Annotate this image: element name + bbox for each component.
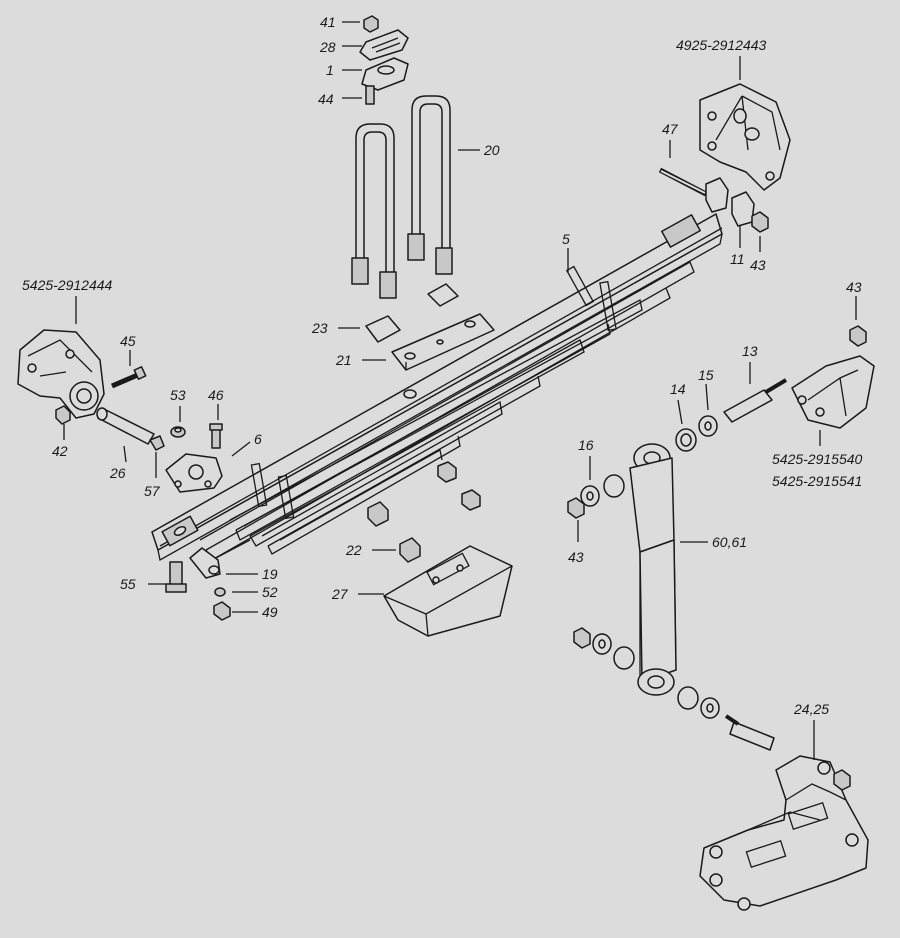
spring-seat-block (383, 545, 513, 637)
callout-16: 16 (578, 437, 594, 453)
callout-55: 55 (120, 576, 136, 592)
shock-absorber (629, 443, 677, 696)
callout-41: 41 (320, 14, 336, 30)
callout-23: 23 (311, 320, 328, 336)
callout-4925-2912443: 4925-2912443 (676, 37, 767, 53)
callout-21: 21 (335, 352, 352, 368)
callout-52: 52 (262, 584, 278, 600)
shackle-group (658, 167, 769, 233)
callout-27: 27 (331, 586, 349, 602)
callout-22: 22 (345, 542, 362, 558)
callout-49: 49 (262, 604, 278, 620)
callout-19: 19 (262, 566, 278, 582)
front-shackle (165, 423, 223, 493)
callout-5425-2912444: 5425-2912444 (22, 277, 113, 293)
rear-bracket (699, 83, 791, 191)
callout-1: 1 (326, 62, 334, 78)
callout-5425-2915540: 5425-2915540 (772, 451, 863, 467)
callout-26: 26 (109, 465, 126, 481)
lower-front-parts (165, 547, 231, 621)
leader-lines (63, 21, 857, 760)
callout-60-61: 60,61 (712, 534, 747, 550)
front-bracket (17, 329, 165, 451)
callout-43-b: 43 (846, 279, 862, 295)
callout-43-c: 43 (568, 549, 584, 565)
callout-28: 28 (319, 39, 336, 55)
callout-15: 15 (698, 367, 714, 383)
callout-44: 44 (318, 91, 334, 107)
callout-24-25: 24,25 (793, 701, 829, 717)
callout-47: 47 (662, 121, 679, 137)
lower-bracket (699, 755, 869, 911)
callout-42: 42 (52, 443, 68, 459)
callout-5: 5 (562, 231, 570, 247)
callout-45: 45 (120, 333, 136, 349)
upper-mounting-hardware (567, 325, 875, 519)
lower-mounting-hardware (573, 627, 775, 751)
callout-14: 14 (670, 381, 686, 397)
callout-43-a: 43 (750, 257, 766, 273)
callout-13: 13 (742, 343, 758, 359)
callout-6: 6 (254, 431, 262, 447)
callout-11: 11 (730, 251, 745, 267)
pads-and-plate (365, 283, 495, 371)
top-stack-parts (359, 15, 409, 105)
u-bolts (351, 95, 453, 299)
callout-53: 53 (170, 387, 186, 403)
callout-20: 20 (483, 142, 500, 158)
callout-46: 46 (208, 387, 224, 403)
callout-5425-2915541: 5425-2915541 (772, 473, 862, 489)
callout-57: 57 (144, 483, 161, 499)
callout-labels: 41 28 1 44 20 4925-2912443 47 5 11 43 54… (22, 14, 863, 717)
u-bolt-nuts (367, 461, 481, 563)
